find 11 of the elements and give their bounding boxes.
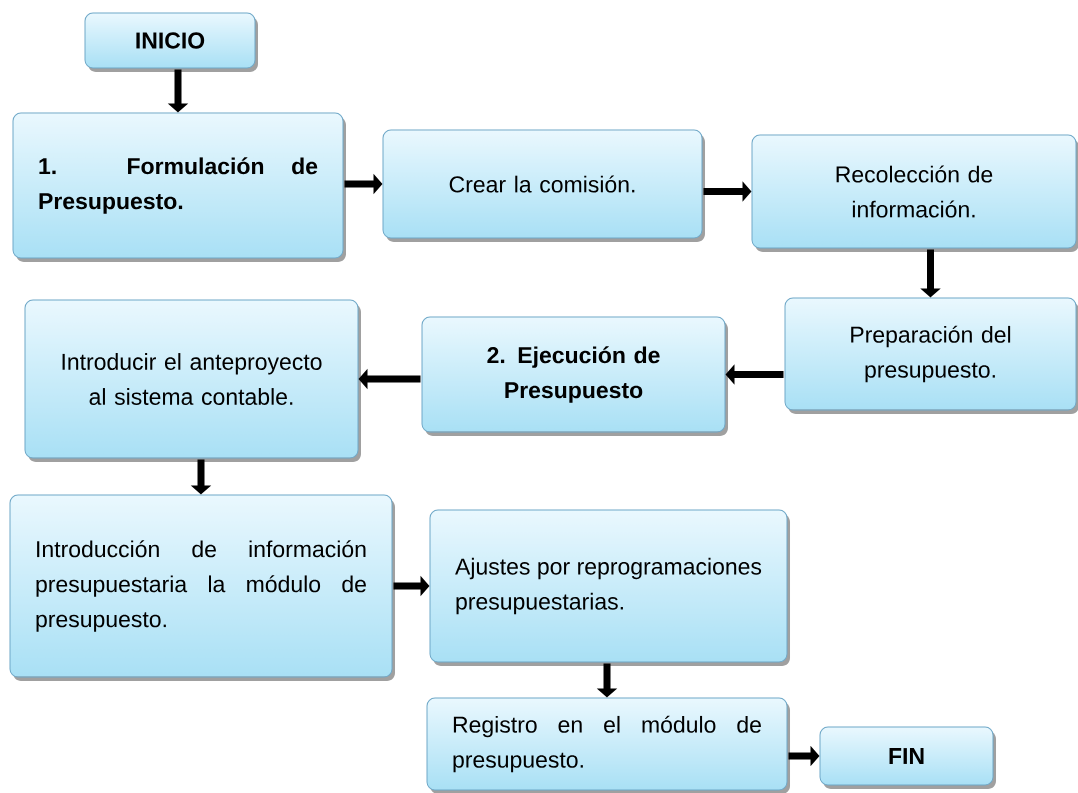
process-box: Introducir el anteproyecto al sistema contable. — [24, 299, 361, 462]
process-box: 2. Ejecución de Presupuesto — [421, 316, 728, 436]
process-box: Registro en el módulo de presupuesto. — [426, 697, 790, 793]
process-box: Ajustes por reprogramaciones presupuestarias. — [429, 509, 790, 666]
process-box: Introducción de información presupuestaria la módulo de presupuesto. — [9, 494, 395, 681]
process-box: Preparación del presupuesto. — [784, 297, 1078, 414]
process-box: INICIO — [84, 12, 258, 72]
process-box: 1. Formulación de Presupuesto. — [12, 112, 346, 262]
process-box: FIN — [819, 726, 996, 789]
process-box: Recolección de información. — [751, 134, 1078, 252]
process-box: Crear la comisión. — [382, 129, 705, 242]
